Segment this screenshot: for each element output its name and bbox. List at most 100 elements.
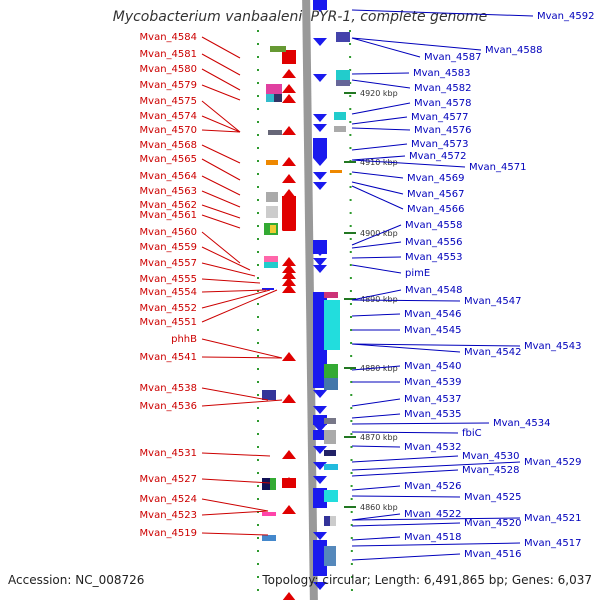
reverse-gene-arrow xyxy=(313,446,327,454)
forward-gene-arrow xyxy=(282,257,296,266)
reverse-gene-label: Mvan_4558 xyxy=(405,220,462,231)
forward-gene-label: Mvan_4575 xyxy=(140,96,197,107)
forward-leader-line xyxy=(201,190,241,208)
gene-feature-block xyxy=(268,130,282,135)
reverse-leader-line xyxy=(351,102,411,115)
forward-gene-arrow xyxy=(282,284,296,293)
reverse-gene-block xyxy=(313,415,327,425)
reverse-gene-label: Mvan_4566 xyxy=(407,204,464,215)
forward-leader-line xyxy=(201,262,256,277)
reverse-gene-arrow xyxy=(313,4,327,12)
forward-gene-arrow xyxy=(282,69,296,78)
reverse-leader-line xyxy=(351,522,461,527)
reverse-gene-label: Mvan_4573 xyxy=(411,139,468,150)
reverse-gene-label: Mvan_4553 xyxy=(405,252,462,263)
forward-leader-line xyxy=(201,214,241,229)
forward-gene-label: Mvan_4555 xyxy=(140,274,197,285)
forward-gene-arrow xyxy=(282,84,296,93)
reverse-gene-label: Mvan_4520 xyxy=(464,518,521,529)
gene-feature-block xyxy=(324,546,336,566)
reverse-gene-arrow xyxy=(313,172,327,180)
reverse-gene-label: Mvan_4578 xyxy=(414,98,471,109)
reverse-gene-label: Mvan_4532 xyxy=(404,442,461,453)
reverse-leader-line xyxy=(351,241,402,249)
forward-gene-block xyxy=(282,50,296,64)
reverse-leader-line xyxy=(351,461,521,471)
reverse-gene-arrow xyxy=(313,182,327,190)
reverse-leader-line xyxy=(351,455,459,463)
forward-leader-line xyxy=(201,289,267,293)
reverse-gene-block xyxy=(313,430,327,440)
forward-leader-line xyxy=(201,532,269,536)
forward-leader-line xyxy=(201,510,269,516)
track-guide-right xyxy=(349,29,353,600)
gene-feature-block xyxy=(270,225,276,233)
reverse-gene-block xyxy=(313,540,327,576)
genome-backbone xyxy=(302,0,318,600)
reverse-leader-line xyxy=(351,513,401,521)
reverse-gene-arrow xyxy=(313,532,327,540)
reverse-gene-label: Mvan_4577 xyxy=(411,112,468,123)
forward-gene-arrow xyxy=(282,264,296,273)
forward-gene-label: Mvan_4560 xyxy=(140,227,197,238)
kbp-tick-label: 4910 kbp xyxy=(360,158,398,167)
reverse-gene-arrow xyxy=(313,462,327,470)
reverse-leader-line xyxy=(351,413,401,419)
reverse-gene-arrow xyxy=(313,406,327,414)
reverse-gene-arrow xyxy=(313,265,327,273)
forward-leader-line xyxy=(201,338,283,359)
reverse-gene-label: Mvan_4572 xyxy=(409,151,466,162)
reverse-leader-line xyxy=(351,553,461,561)
reverse-gene-label: Mvan_4518 xyxy=(404,532,461,543)
gene-feature-block xyxy=(336,32,350,42)
reverse-leader-line xyxy=(351,445,401,448)
reverse-gene-arrow xyxy=(313,74,327,82)
gene-feature-block xyxy=(266,94,274,102)
forward-gene-arrow xyxy=(282,352,296,361)
reverse-gene-arrow xyxy=(313,424,327,432)
reverse-gene-label: fbiC xyxy=(462,428,482,439)
forward-leader-line xyxy=(201,53,241,76)
gene-feature-block xyxy=(324,490,338,502)
reverse-leader-line xyxy=(351,9,534,17)
gene-feature-block xyxy=(330,170,342,173)
reverse-gene-label: Mvan_4583 xyxy=(413,68,470,79)
forward-gene-label: Mvan_4565 xyxy=(140,154,197,165)
reverse-gene-label: Mvan_4587 xyxy=(424,52,481,63)
reverse-leader-line xyxy=(351,299,461,302)
forward-leader-line xyxy=(201,478,271,484)
forward-gene-label: Mvan_4523 xyxy=(140,510,197,521)
gene-feature-block xyxy=(264,256,278,262)
reverse-gene-label: Mvan_4547 xyxy=(464,296,521,307)
gene-feature-block xyxy=(324,418,336,424)
reverse-leader-line xyxy=(351,517,521,521)
gene-feature-block xyxy=(330,516,336,526)
map-title: Mycobacterium vanbaalenii PYR-1, complet… xyxy=(112,9,488,25)
gene-feature-block xyxy=(324,430,336,444)
forward-gene-label: Mvan_4561 xyxy=(140,210,197,221)
reverse-leader-line xyxy=(351,143,408,151)
reverse-gene-label: Mvan_4567 xyxy=(407,189,464,200)
reverse-leader-line xyxy=(351,536,401,541)
reverse-gene-label: Mvan_4539 xyxy=(404,377,461,388)
gene-feature-block xyxy=(324,292,338,298)
forward-leader-line xyxy=(201,278,261,284)
reverse-gene-label: Mvan_4542 xyxy=(464,347,521,358)
forward-gene-label: Mvan_4559 xyxy=(140,242,197,253)
reverse-gene-arrow xyxy=(313,158,327,166)
forward-leader-line xyxy=(201,498,269,512)
reverse-gene-label: Mvan_4545 xyxy=(404,325,461,336)
forward-gene-label: Mvan_4563 xyxy=(140,186,197,197)
gene-feature-block xyxy=(336,80,350,86)
forward-leader-line xyxy=(201,356,283,359)
topology-text: Topology: circular; Length: 6,491,865 bp… xyxy=(262,573,592,587)
reverse-gene-arrow xyxy=(313,316,327,324)
forward-leader-line xyxy=(201,100,241,133)
forward-gene-block xyxy=(282,196,296,230)
forward-gene-label: Mvan_4579 xyxy=(140,80,197,91)
reverse-gene-label: Mvan_4535 xyxy=(404,409,461,420)
gene-feature-block xyxy=(324,378,338,390)
forward-gene-arrow xyxy=(282,277,296,286)
forward-gene-label: Mvan_4557 xyxy=(140,258,197,269)
